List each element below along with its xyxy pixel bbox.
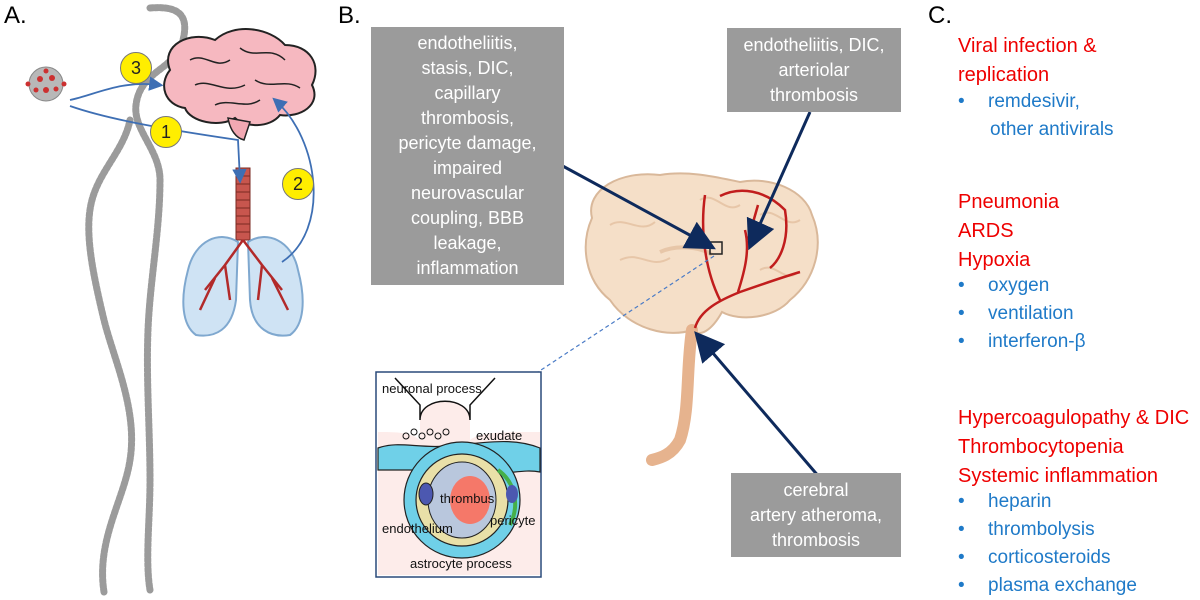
condition-item: Hypercoagulopathy & DIC bbox=[958, 407, 1190, 429]
panel-b-label: B. bbox=[338, 2, 361, 29]
brain-section-icon bbox=[584, 172, 819, 466]
treatment-text: heparin bbox=[988, 491, 1052, 512]
bullet: • bbox=[958, 547, 965, 568]
treatment-item: other antivirals bbox=[958, 116, 1114, 144]
box-line: coupling, BBB bbox=[410, 208, 525, 228]
treatment-text: ventilation bbox=[988, 303, 1074, 324]
box-line: endotheliitis, bbox=[417, 33, 518, 53]
condition-list-viral: Viral infection & replication bbox=[958, 32, 1097, 90]
box-line: inflammation bbox=[416, 258, 519, 278]
bullet: • bbox=[958, 275, 965, 296]
treatment-item: • interferon-β bbox=[958, 328, 1086, 356]
arrow-virus-lungs bbox=[69, 105, 247, 184]
step-badge-1: 1 bbox=[150, 116, 182, 148]
treatment-item: • ventilation bbox=[958, 300, 1086, 328]
treatment-item: • corticosteroids bbox=[958, 544, 1137, 572]
box-line: endotheliitis, DIC, bbox=[743, 34, 885, 55]
inset-label-pericyte: pericyte bbox=[490, 513, 536, 528]
box-line: stasis, DIC, bbox=[421, 58, 514, 78]
treatment-item: • thrombolysis bbox=[958, 516, 1137, 544]
artery-pathology-box: cerebral artery atheroma, thrombosis bbox=[731, 473, 901, 557]
condition-item: ARDS bbox=[958, 220, 1014, 242]
treatment-text: thrombolysis bbox=[988, 519, 1095, 540]
box-line: neurovascular bbox=[410, 183, 525, 203]
treatment-list-viral: • remdesivir, other antivirals bbox=[958, 88, 1114, 144]
box-line: impaired bbox=[432, 158, 502, 178]
treatment-text: corticosteroids bbox=[988, 547, 1111, 568]
treatment-list-pneumonia: • oxygen • ventilation • interferon-β bbox=[958, 272, 1086, 356]
box-line: pericyte damage, bbox=[398, 133, 537, 153]
bullet: • bbox=[958, 575, 965, 596]
step-badge-3: 3 bbox=[120, 52, 152, 84]
bullet: • bbox=[958, 331, 965, 352]
virus-icon bbox=[25, 66, 67, 102]
treatment-text: other antivirals bbox=[990, 119, 1114, 140]
treatment-item: • heparin bbox=[958, 488, 1137, 516]
inset-label-exudate: exudate bbox=[476, 428, 523, 443]
box-line: capillary bbox=[434, 83, 501, 103]
arrow-arteriolar bbox=[746, 111, 812, 251]
capillary-inset bbox=[375, 371, 542, 578]
box-line: leakage, bbox=[433, 233, 502, 253]
bullet: • bbox=[958, 303, 965, 324]
arrow-virus-brain bbox=[69, 76, 164, 101]
condition-item: Systemic inflammation bbox=[958, 465, 1159, 487]
box-line: thrombosis, bbox=[420, 108, 515, 128]
bullet: • bbox=[958, 519, 965, 540]
condition-item: Hypoxia bbox=[958, 249, 1031, 271]
treatment-item: • oxygen bbox=[958, 272, 1086, 300]
condition-item: Thrombocytopenia bbox=[958, 436, 1124, 458]
panel-a-label: A. bbox=[4, 2, 27, 29]
lungs-icon bbox=[182, 167, 304, 337]
condition-item: replication bbox=[958, 64, 1050, 86]
inset-label-neuronal: neuronal process bbox=[382, 381, 482, 396]
capillary-pathology-box: endotheliitis, stasis, DIC, capillary th… bbox=[371, 27, 564, 285]
box-line: thrombosis bbox=[769, 84, 858, 105]
arrow-artery bbox=[694, 331, 822, 479]
treatment-text: interferon-β bbox=[988, 331, 1086, 352]
step-badge-2: 2 bbox=[282, 168, 314, 200]
brain-icon bbox=[163, 28, 317, 141]
condition-list-pneumonia: Pneumonia ARDS Hypoxia bbox=[958, 188, 1059, 275]
treatment-list-coagulopathy: •heparin •thrombolysis •corticosteroids … bbox=[958, 488, 1137, 600]
box-line: arteriolar bbox=[778, 59, 850, 80]
inset-label-thrombus: thrombus bbox=[440, 491, 495, 506]
inset-label-endothelium: endothelium bbox=[382, 521, 453, 536]
treatment-text: oxygen bbox=[988, 275, 1050, 296]
box-line: artery atheroma, bbox=[749, 504, 883, 525]
box-line: thrombosis bbox=[771, 529, 861, 550]
bullet: • bbox=[958, 491, 965, 512]
treatment-item: • remdesivir, bbox=[958, 88, 1114, 116]
bullet: • bbox=[958, 91, 965, 112]
condition-item: Pneumonia bbox=[958, 191, 1060, 213]
arteriolar-pathology-box: endotheliitis, DIC, arteriolar thrombosi… bbox=[727, 28, 901, 112]
magnifier-line bbox=[537, 255, 715, 373]
condition-item: Viral infection & bbox=[958, 35, 1097, 57]
inset-label-astrocyte: astrocyte process bbox=[410, 556, 512, 571]
panel-c-label: C. bbox=[928, 2, 952, 29]
treatment-text: plasma exchange bbox=[988, 575, 1137, 596]
condition-list-coagulopathy: Hypercoagulopathy & DIC Thrombocytopenia… bbox=[958, 404, 1189, 491]
treatment-item: • plasma exchange bbox=[958, 572, 1137, 600]
treatment-text: remdesivir, bbox=[988, 91, 1080, 112]
arrow-capillary bbox=[547, 156, 716, 250]
box-line: cerebral bbox=[783, 479, 849, 500]
